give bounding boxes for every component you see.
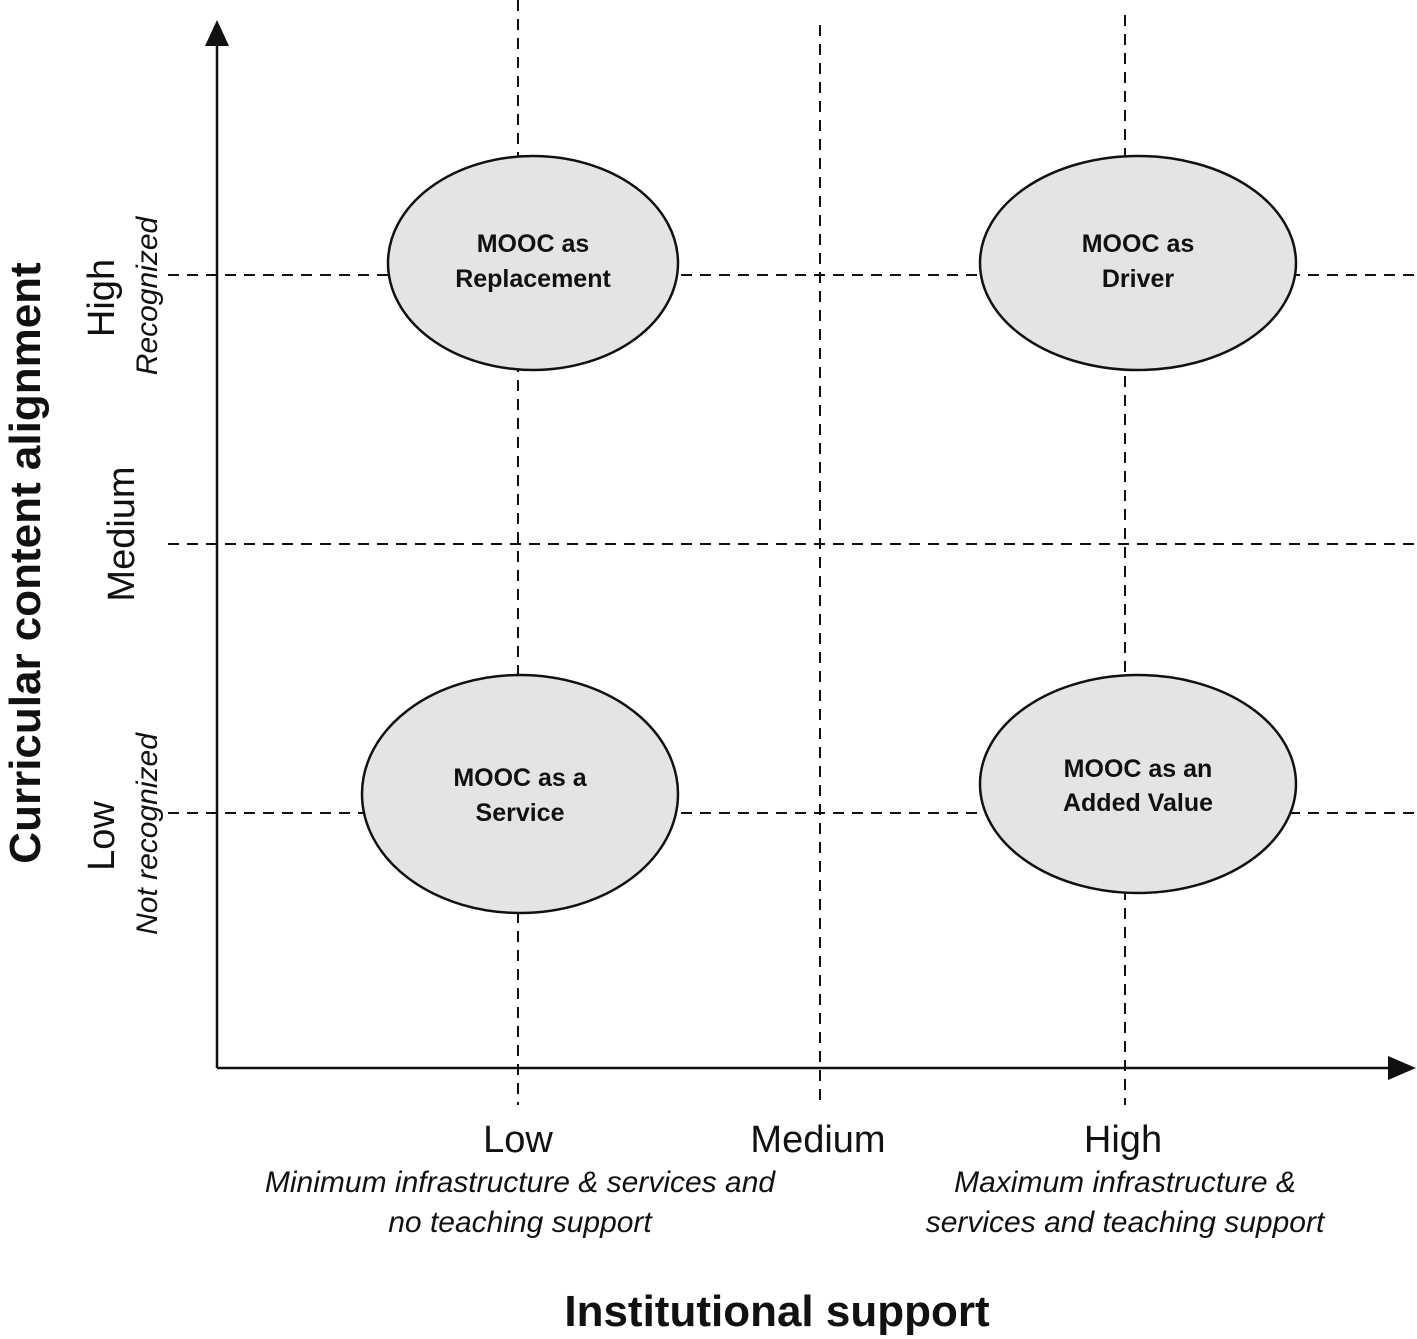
- x-tick-low: Low: [483, 1119, 553, 1161]
- quadrant-label-line-2: Driver: [1102, 265, 1175, 293]
- quadrant-label-line-1: MOOC as an: [1064, 755, 1213, 783]
- y-axis-ticks: High Recognized Medium Low Not recognize…: [81, 215, 164, 934]
- x-tick-medium: Medium: [750, 1119, 885, 1161]
- quadrant-driver: MOOC as Driver: [978, 154, 1298, 372]
- y-axis-title: Curricular content alignment: [1, 262, 50, 864]
- quadrant-label-line-2: Service: [476, 799, 565, 827]
- y-tick-low: Low: [81, 801, 123, 871]
- y-tick-low-description: Not recognized: [131, 732, 164, 935]
- x-tick-high-description-line-2: services and teaching support: [926, 1206, 1326, 1239]
- x-axis-ticks: Low Medium High Minimum infrastructure &…: [265, 1119, 1326, 1239]
- quadrant-replacement: MOOC as Replacement: [386, 154, 680, 372]
- quadrant-ellipse: [386, 154, 680, 372]
- x-tick-low-description-line-1: Minimum infrastructure & services and: [265, 1166, 776, 1199]
- y-axis-arrow-icon: [205, 20, 229, 46]
- x-axis-title: Institutional support: [564, 1287, 990, 1336]
- x-axis-arrow-icon: [1388, 1056, 1416, 1080]
- x-tick-high-description-line-1: Maximum infrastructure &: [954, 1166, 1296, 1199]
- y-tick-high: High: [81, 259, 123, 337]
- quadrant-label-line-1: MOOC as a: [453, 764, 587, 792]
- quadrant-label-line-1: MOOC as: [1082, 230, 1195, 258]
- y-tick-high-description: Recognized: [131, 215, 164, 375]
- quadrant-label-line-1: MOOC as: [477, 230, 590, 258]
- quadrant-ellipse: [360, 673, 680, 915]
- x-tick-low-description-line-2: no teaching support: [388, 1206, 653, 1239]
- quadrant-service: MOOC as a Service: [360, 673, 680, 915]
- x-tick-high: High: [1084, 1119, 1162, 1161]
- quadrant-label-line-2: Added Value: [1063, 789, 1213, 817]
- quadrant-ellipse: [978, 154, 1298, 372]
- vertical-gridlines: [517, 0, 1126, 1105]
- axes: [205, 20, 1416, 1080]
- quadrant-label-line-2: Replacement: [455, 265, 611, 293]
- y-tick-medium: Medium: [101, 466, 143, 601]
- quadrant-added-value: MOOC as an Added Value: [978, 673, 1298, 895]
- quadrant-ellipse: [978, 673, 1298, 895]
